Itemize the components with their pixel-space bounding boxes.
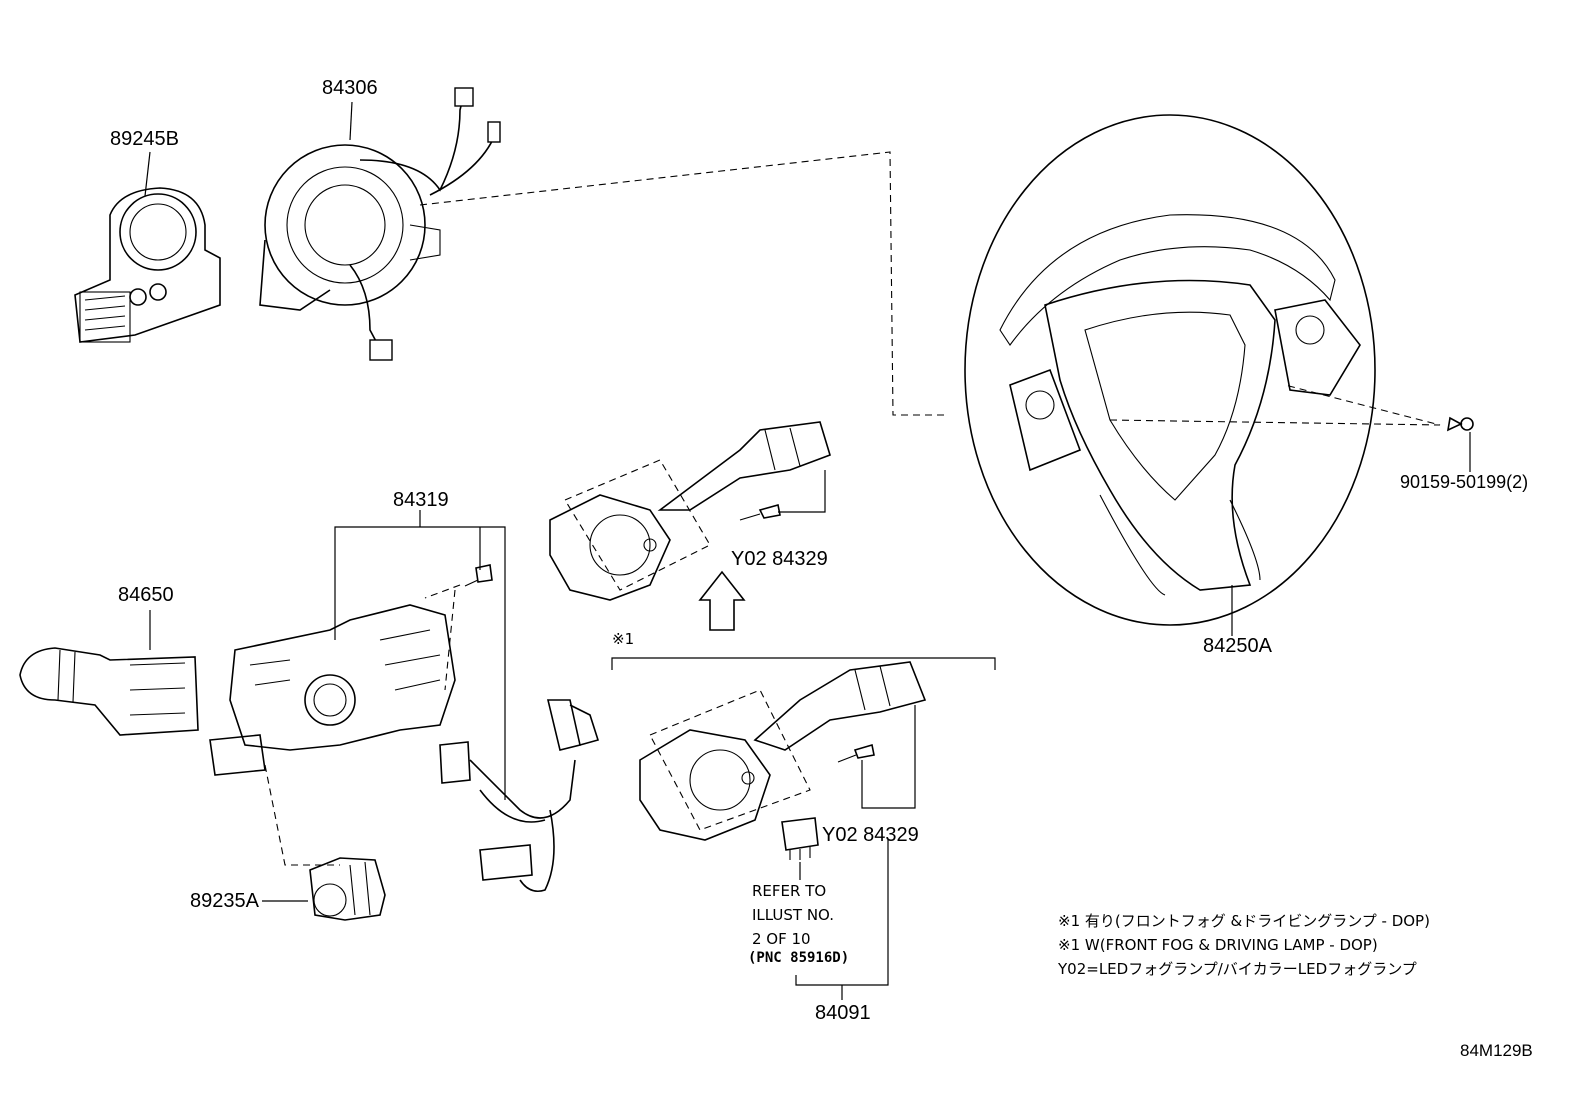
bracket-ref1 — [611, 657, 996, 670]
part-84319-switch-body — [209, 510, 506, 866]
refer-line-2: ILLUST NO. — [752, 906, 835, 924]
footnote-2: ※1 W(FRONT FOG & DRIVING LAMP - DOP) — [1058, 936, 1378, 954]
arrow-up-icon — [698, 570, 746, 631]
part-84329-upper-switch — [549, 421, 831, 601]
part-wire-harness — [439, 699, 600, 893]
part-89235A-switch — [262, 857, 386, 921]
ref1-mark: ※1 — [612, 630, 635, 648]
footnote-1: ※1 有り(フロントフォグ &ドライビングランプ - DOP) — [1058, 912, 1430, 930]
part-89245B-sensor — [74, 151, 221, 343]
label-89245B: 89245B — [110, 128, 179, 150]
label-84250A: 84250A — [1203, 635, 1272, 657]
diagram-id: 84M129B — [1460, 1041, 1533, 1060]
part-84650-lever — [19, 610, 199, 736]
refer-line-4: (PNC 85916D) — [748, 950, 850, 966]
label-84091: 84091 — [815, 1002, 871, 1024]
label-90159: 90159-50199(2) — [1400, 472, 1529, 492]
part-90159-bolt — [1446, 416, 1474, 472]
label-84650: 84650 — [118, 584, 174, 606]
label-89235A: 89235A — [190, 890, 259, 912]
refer-line-1: REFER TO — [752, 882, 827, 900]
label-84329-upper: Y02 84329 — [731, 548, 828, 570]
part-relay — [781, 817, 819, 880]
part-84306-spiral-cable — [259, 87, 501, 361]
part-84329-lower-switch — [639, 661, 927, 841]
part-84250A-steering-wheel — [964, 114, 1441, 636]
refer-line-3: 2 OF 10 — [752, 930, 811, 948]
footnotes: ※1 有り(フロントフォグ &ドライビングランプ - DOP) ※1 W(FRO… — [1058, 909, 1430, 981]
footnote-3: Y02=LEDフォグランプ/バイカラーLEDフォグランプ — [1058, 960, 1417, 978]
leader-84306-wheel — [419, 151, 945, 416]
label-84329-lower: Y02 84329 — [822, 824, 919, 846]
label-84306: 84306 — [322, 77, 378, 99]
label-84319: 84319 — [393, 489, 449, 511]
